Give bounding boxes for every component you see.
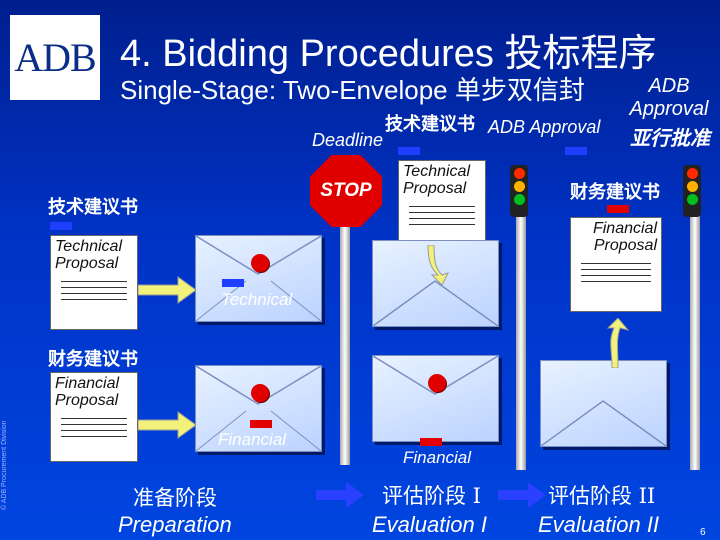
financial-envelope-label-left: Financial	[218, 430, 287, 449]
stop-sign: STOP	[310, 155, 382, 227]
deadline-label: Deadline	[312, 130, 384, 150]
logo-text: ADB	[14, 35, 96, 80]
opened-technical-envelope	[372, 240, 499, 327]
side-note: © ADB Procurement Division	[1, 420, 8, 510]
doc-title: Financial Proposal	[55, 375, 120, 409]
wax-seal	[251, 384, 269, 402]
financial-proposal-doc-opened: Financial Proposal	[570, 217, 662, 312]
stage-eval1-cn: 评估阶段 I	[382, 484, 481, 508]
doc-title: Financial Proposal	[592, 220, 657, 254]
blue-tab-marker	[222, 279, 244, 287]
fin-proposal-cn-label-right: 财务建议书	[570, 182, 660, 202]
wax-seal	[428, 374, 446, 392]
arrow-icon	[138, 411, 197, 439]
financial-proposal-doc: Financial Proposal	[50, 372, 138, 462]
financial-envelope	[195, 365, 322, 452]
technical-proposal-doc: Technical Proposal	[50, 235, 138, 330]
stage-arrow-icon	[316, 482, 364, 508]
traffic-light-pole	[516, 210, 526, 470]
stage-prep-en: Preparation	[118, 512, 232, 537]
tech-proposal-cn-label-left: 技术建议书	[48, 197, 138, 217]
financial-envelope-label-mid: Financial	[403, 448, 472, 467]
stage-eval2-cn: 评估阶段 II	[548, 484, 656, 508]
technical-proposal-doc-opened: Technical Proposal	[398, 160, 486, 245]
curved-arrow-icon	[427, 245, 449, 285]
red-tab-marker	[420, 438, 442, 446]
doc-title: Technical Proposal	[55, 238, 123, 272]
technical-envelope	[195, 235, 322, 322]
page-subtitle: Single-Stage: Two-Envelope 单步双信封	[120, 75, 585, 105]
blue-tab-marker	[565, 147, 587, 155]
stage-eval2-en: Evaluation II	[538, 512, 660, 537]
red-tab-marker	[607, 205, 629, 213]
blue-tab-marker	[50, 222, 72, 230]
stop-sign-pole	[340, 225, 350, 465]
arrow-icon	[138, 276, 197, 304]
fin-proposal-cn-label-left: 财务建议书	[48, 349, 138, 369]
curved-arrow-icon	[606, 318, 630, 368]
tech-proposal-cn-label-top: 技术建议书	[385, 114, 475, 134]
opened-financial-envelope	[540, 360, 667, 447]
wax-seal	[251, 254, 269, 272]
doc-title: Technical Proposal	[403, 163, 471, 197]
stage-prep-cn: 准备阶段	[133, 486, 217, 510]
stop-sign-text: STOP	[320, 180, 372, 201]
red-tab-marker	[250, 420, 272, 428]
stage-eval1-en: Evaluation I	[372, 512, 487, 537]
adb-approval-label-mid: ADB Approval	[488, 117, 601, 137]
technical-envelope-label: Technical	[221, 290, 293, 309]
stage-arrow-icon	[498, 482, 546, 508]
blue-tab-marker	[398, 147, 420, 155]
traffic-light-pole	[690, 210, 700, 470]
adb-approval-label-right: ADB Approval	[629, 75, 709, 120]
adb-logo: ADB	[10, 15, 100, 100]
financial-envelope-sealed	[372, 355, 499, 442]
traffic-light-icon	[683, 165, 701, 217]
traffic-light-icon	[510, 165, 528, 217]
adb-approval-cn-label: 亚行批准	[630, 128, 710, 150]
page-number: 6	[700, 527, 706, 538]
page-title: 4. Bidding Procedures 投标程序	[120, 33, 657, 75]
